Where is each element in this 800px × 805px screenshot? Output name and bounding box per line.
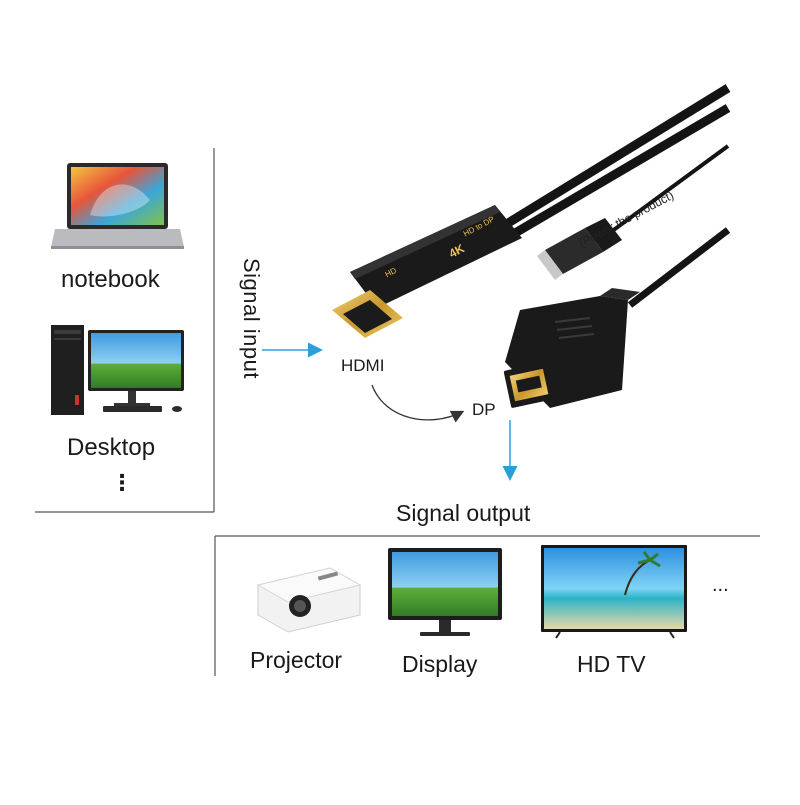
projector-label: Projector: [250, 647, 343, 673]
projector-image: [256, 567, 362, 633]
conversion-arrow: [371, 384, 465, 423]
output-panel-frame: [214, 535, 760, 676]
display-image: [388, 548, 502, 636]
notebook-image: [51, 163, 184, 249]
hdtv-label: HD TV: [577, 651, 646, 677]
signal-output-label: Signal output: [396, 500, 531, 526]
more-outputs-ellipsis: ...: [712, 574, 729, 596]
desktop-label: Desktop: [67, 434, 156, 461]
cable-image: [332, 84, 731, 408]
input-panel-frame: [35, 148, 215, 513]
desktop-image: [51, 325, 184, 415]
more-sources-ellipsis: ⋮: [111, 470, 133, 495]
display-label: Display: [402, 651, 478, 677]
hdmi-label: HDMI: [341, 356, 385, 375]
notebook-label: notebook: [61, 266, 160, 293]
hdtv-image: [541, 545, 687, 639]
dp-label: DP: [472, 400, 496, 419]
signal-input-label: Signal input: [239, 258, 264, 379]
